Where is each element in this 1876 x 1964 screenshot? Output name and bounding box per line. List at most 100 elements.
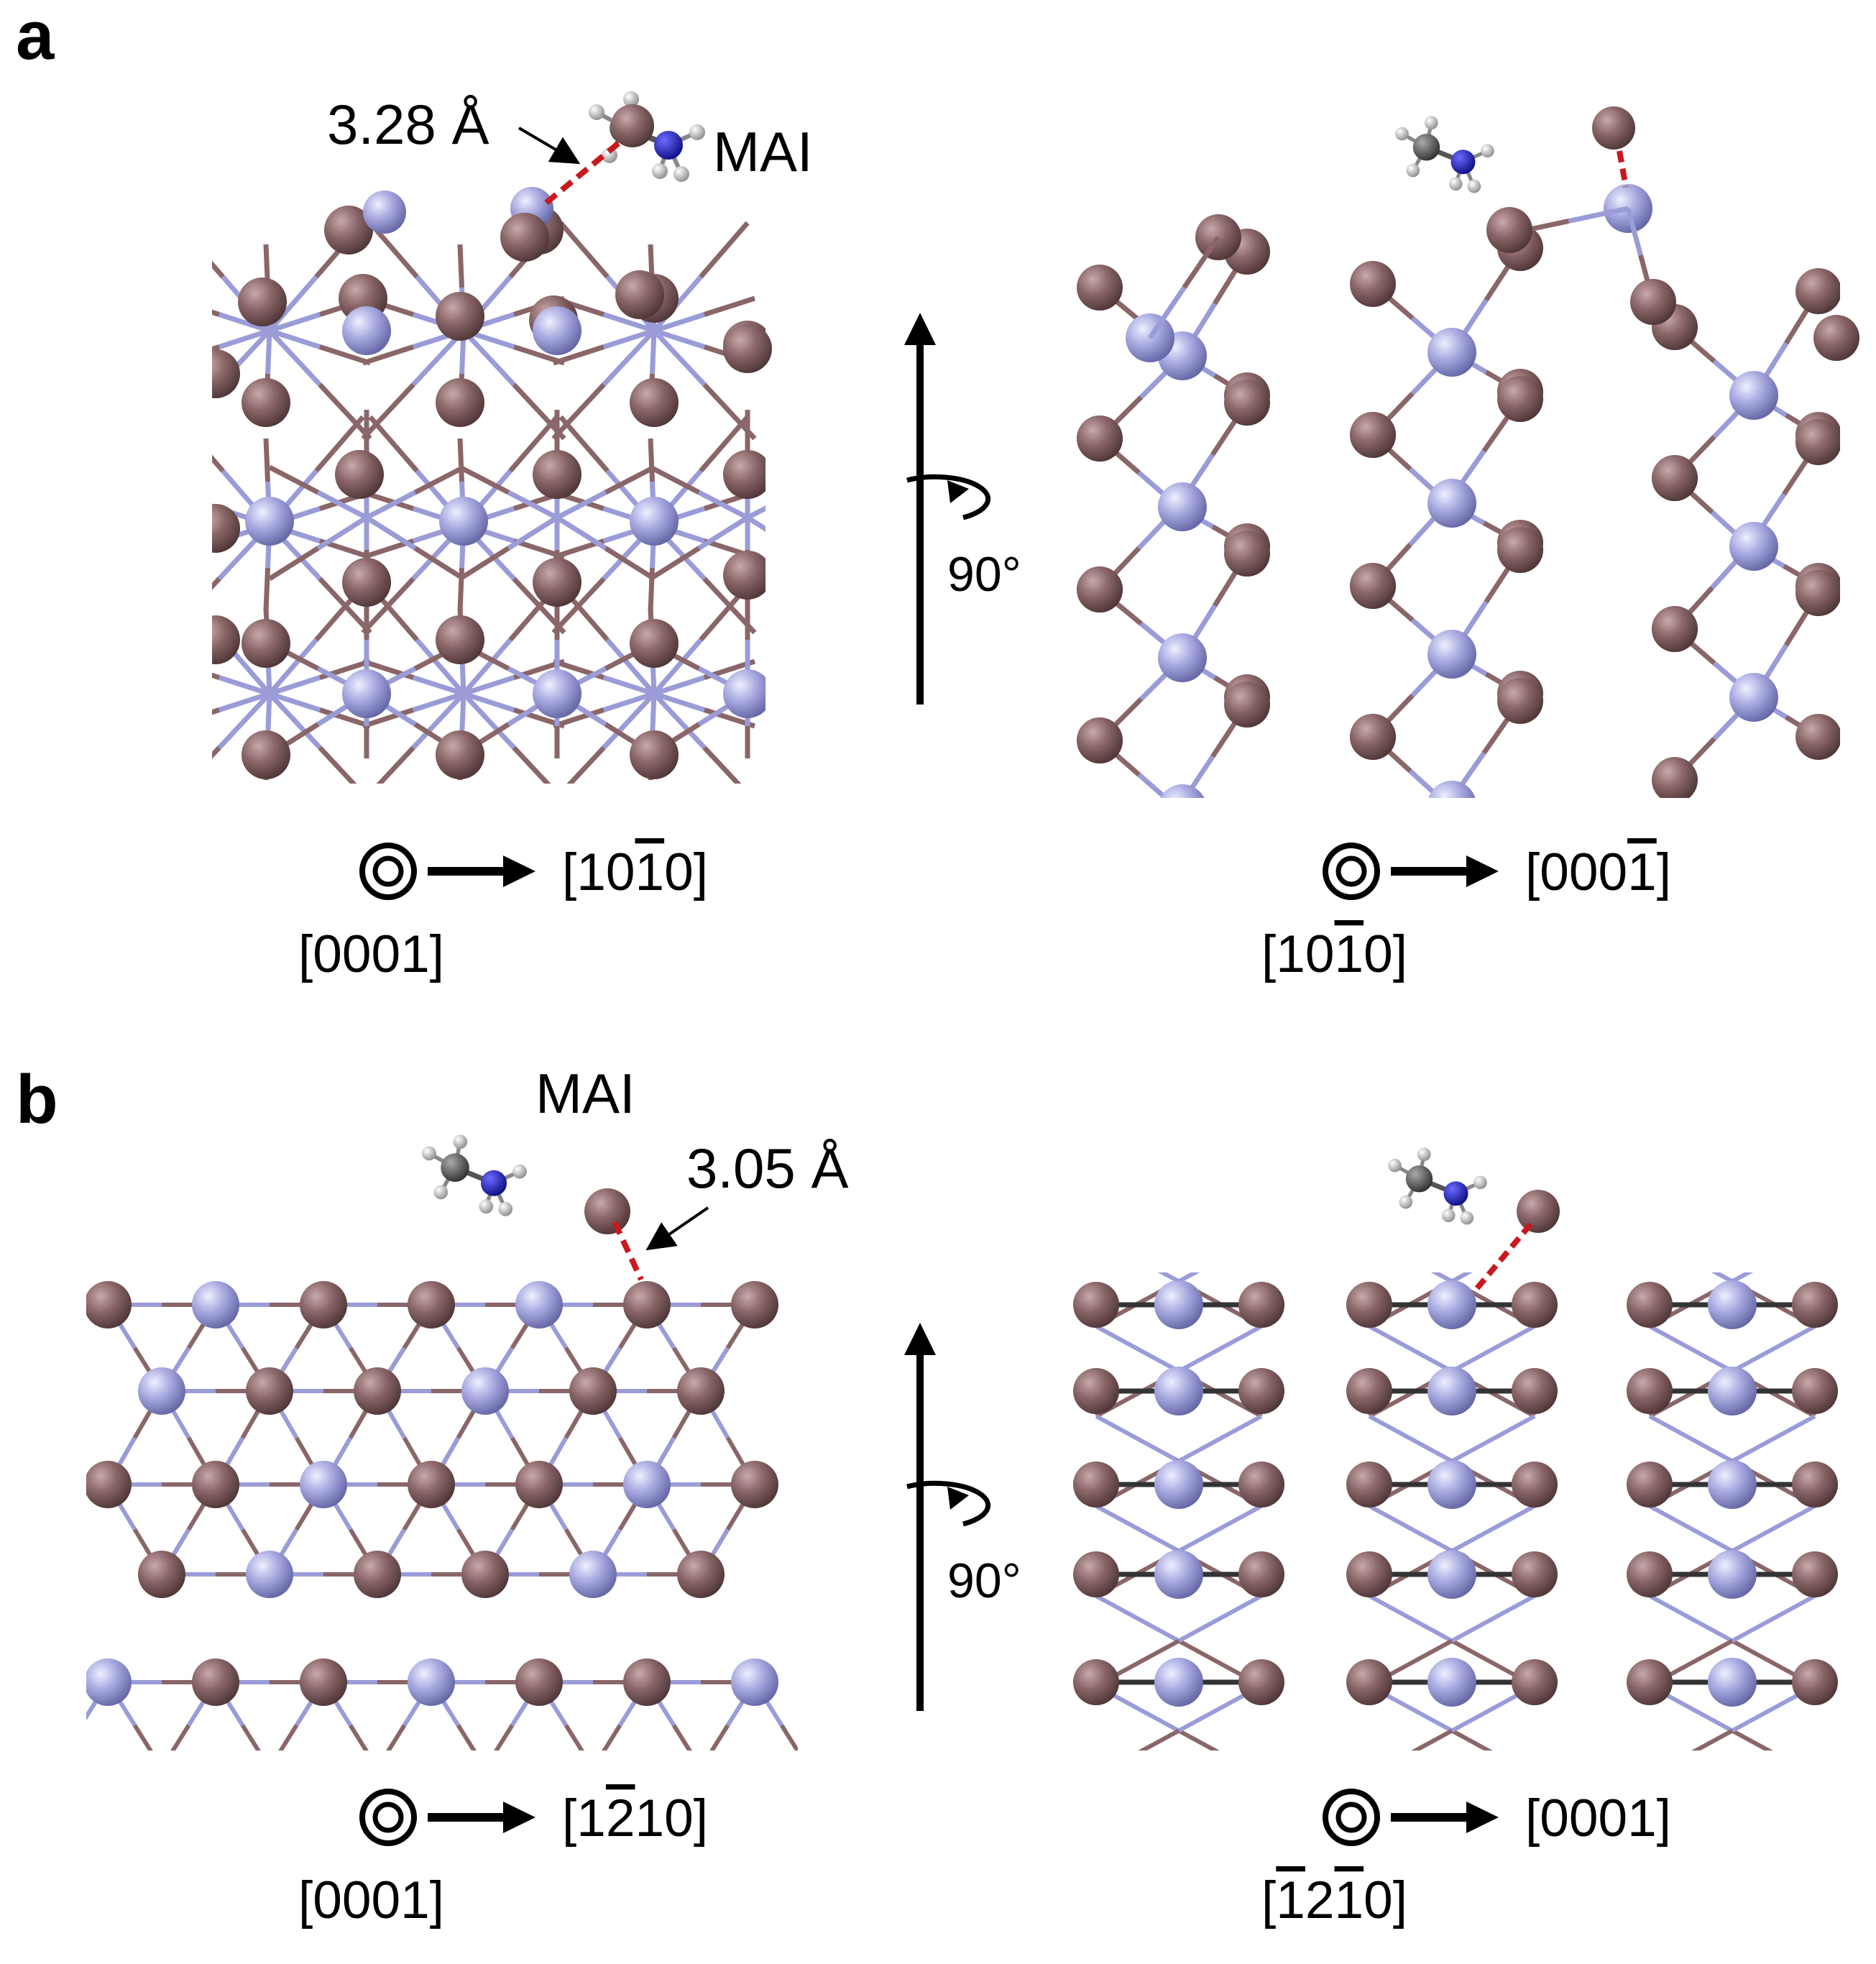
iodine-atom <box>515 1461 563 1508</box>
iodine-atom <box>1350 714 1396 760</box>
iodine-atom <box>677 1551 725 1598</box>
iodine-atom <box>436 615 484 664</box>
pb-i-bond <box>605 638 656 696</box>
pb-i-bond <box>494 1724 515 1750</box>
iodine-atom <box>1792 1282 1838 1328</box>
rotation-curl-head-b <box>947 1487 969 1510</box>
pb-i-bond <box>556 490 607 520</box>
lead-atom <box>1154 1658 1203 1707</box>
lead-atom <box>569 1551 617 1598</box>
pb-i-bond <box>376 745 415 784</box>
lead-atom <box>439 497 488 546</box>
lead-atom <box>723 669 765 718</box>
pb-i-bond <box>1368 1594 1453 1643</box>
lead-atom <box>342 306 391 355</box>
hydrogen-atom <box>673 166 689 182</box>
pb-i-bond <box>1731 1728 1773 1750</box>
pb-i-bond <box>411 692 466 750</box>
pb-i-bond <box>318 707 372 729</box>
distance-arrow-a <box>518 127 581 165</box>
iodine-atom <box>300 1658 347 1706</box>
hydrogen-atom <box>1395 127 1409 141</box>
iodine-atom <box>723 551 765 600</box>
iodine-atom <box>1350 563 1396 609</box>
pb-i-bond <box>415 638 466 696</box>
iodine-atom <box>533 558 581 607</box>
lattice-b2 <box>1073 1272 1838 1821</box>
iodine-atom <box>212 615 240 664</box>
iodine-atom <box>1512 1659 1558 1705</box>
lead-atom <box>1154 1367 1203 1415</box>
pb-i-bond <box>602 675 656 697</box>
lattice-a1 <box>212 206 765 784</box>
lead-atom <box>1427 630 1476 679</box>
iodine-atom <box>1073 1461 1119 1508</box>
lead-atom <box>1729 522 1778 571</box>
iodine-atom <box>1238 1461 1284 1508</box>
distance-line-a-right <box>1617 150 1629 188</box>
pb-i-bond <box>365 515 417 551</box>
pb-i-bond <box>1410 805 1448 847</box>
pb-i-bond <box>1731 1324 1816 1374</box>
pb-i-bond <box>1177 1414 1263 1464</box>
pb-i-bond <box>267 638 318 696</box>
axis-label-b-right-outplane: [1210] <box>1261 1871 1407 1929</box>
iodine-atom <box>1652 606 1698 652</box>
mai-molecule-a-left <box>589 91 705 182</box>
pb-i-bond <box>318 382 372 441</box>
pb-i-bond <box>746 505 765 520</box>
pb-i-bond <box>268 546 320 581</box>
lead-atom <box>630 497 679 546</box>
hydrogen-atom <box>1467 179 1481 193</box>
pb-i-bond <box>1177 1324 1263 1374</box>
lead-atom <box>1729 371 1778 420</box>
pb-i-bond <box>1411 1728 1453 1750</box>
iodine-atom <box>1652 757 1698 798</box>
pb-i-bond <box>653 312 706 334</box>
hydrogen-atom <box>1473 1175 1487 1190</box>
lead-atom <box>1427 328 1476 377</box>
pb-i-bond <box>508 415 559 473</box>
lead-atom <box>533 669 581 718</box>
lead-atom <box>1729 673 1778 722</box>
hydrogen-atom <box>602 147 617 163</box>
hydrogen-atom <box>1481 144 1494 158</box>
distance-label-b: 3.05 Å <box>686 1137 849 1200</box>
iodine-atom <box>1517 1190 1560 1233</box>
pb-i-bond <box>746 515 765 532</box>
iodine-atom <box>630 378 679 427</box>
lead-atom <box>246 1551 293 1598</box>
pb-i-bond <box>218 328 271 349</box>
pb-i-bond <box>1177 1504 1263 1554</box>
hydrogen-atom <box>652 163 668 179</box>
lead-atom <box>1428 781 1476 798</box>
pb-i-bond <box>650 693 657 738</box>
iodine-atom <box>86 1281 132 1329</box>
distance-line-b <box>612 1221 644 1281</box>
iodine-atom <box>1346 1461 1392 1508</box>
lead-atom <box>300 1461 347 1508</box>
lead-atom <box>1708 1460 1757 1509</box>
pb-i-bond <box>268 464 320 495</box>
pb-i-bond <box>699 221 750 279</box>
pb-i-bond <box>1368 1414 1453 1464</box>
iodine-atom <box>1346 1368 1392 1414</box>
pb-i-bond <box>697 515 749 551</box>
pb-i-bond <box>1430 1272 1453 1284</box>
pb-i-bond <box>212 454 225 473</box>
pb-i-bond <box>507 490 558 520</box>
pb-i-bond <box>1648 1504 1734 1554</box>
out-of-plane-icon <box>1323 1789 1380 1846</box>
iodine-atom <box>1073 1551 1119 1597</box>
pb-i-bond <box>602 312 656 334</box>
iodine-atom <box>242 378 290 427</box>
hydrogen-atom <box>479 1199 494 1214</box>
pb-i-bond <box>512 745 551 784</box>
iodine-atom <box>86 1461 132 1508</box>
pb-i-bond <box>365 490 417 520</box>
iodine-atom <box>212 504 240 553</box>
iodine-atom <box>677 1367 725 1415</box>
pb-i-bond <box>1179 1776 1261 1821</box>
pb-i-bond <box>1450 1324 1536 1374</box>
pb-i-bond <box>457 438 464 482</box>
